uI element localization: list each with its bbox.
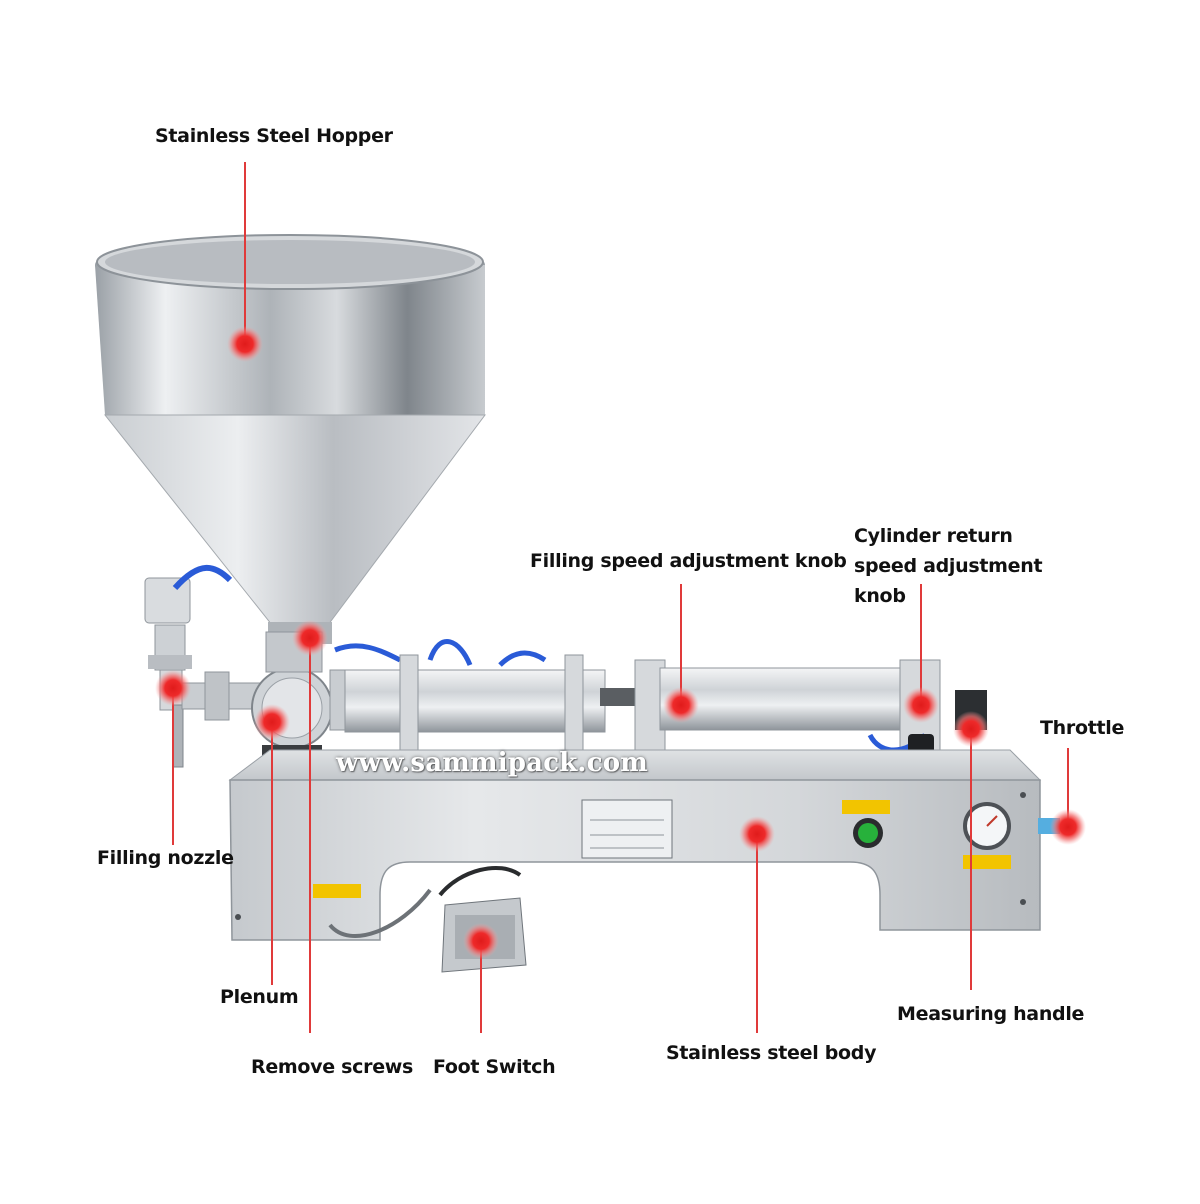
filling-cylinder [344,639,640,754]
hotspot-filling-speed-knob [663,687,699,723]
label-plenum: Plenum [220,986,299,1008]
label-cylinder-return-speed-knob: Cylinder return speed adjustment knob [854,525,1043,607]
nozzle-assembly [144,564,263,768]
label-filling-speed-knob: Filling speed adjustment knob [530,550,847,572]
label-remove-screws: Remove screws [251,1056,414,1078]
label-stainless-steel-hopper: Stainless Steel Hopper [155,125,393,147]
air-cylinder [634,659,987,762]
hotspot-measuring-handle [953,711,989,747]
machine-body [228,749,1060,941]
leader-lines [172,162,1069,1033]
hotspot-body [739,816,775,852]
label-stainless-steel-body: Stainless steel body [666,1042,877,1064]
hotspots [155,326,1086,959]
hotspot-filling-nozzle [155,670,191,706]
label-throttle: Throttle [1040,717,1125,739]
hotspot-foot-switch [463,923,499,959]
hotspot-hopper [227,326,263,362]
hotspot-remove-screws [292,620,328,656]
hotspot-throttle [1050,809,1086,845]
hotspot-plenum [254,704,290,740]
hotspot-cylinder-return-knob [903,687,939,723]
label-foot-switch: Foot Switch [433,1056,556,1078]
watermark: www.sammipack.com [336,748,648,778]
label-measuring-handle: Measuring handle [897,1003,1085,1025]
label-filling-nozzle: Filling nozzle [97,847,234,869]
